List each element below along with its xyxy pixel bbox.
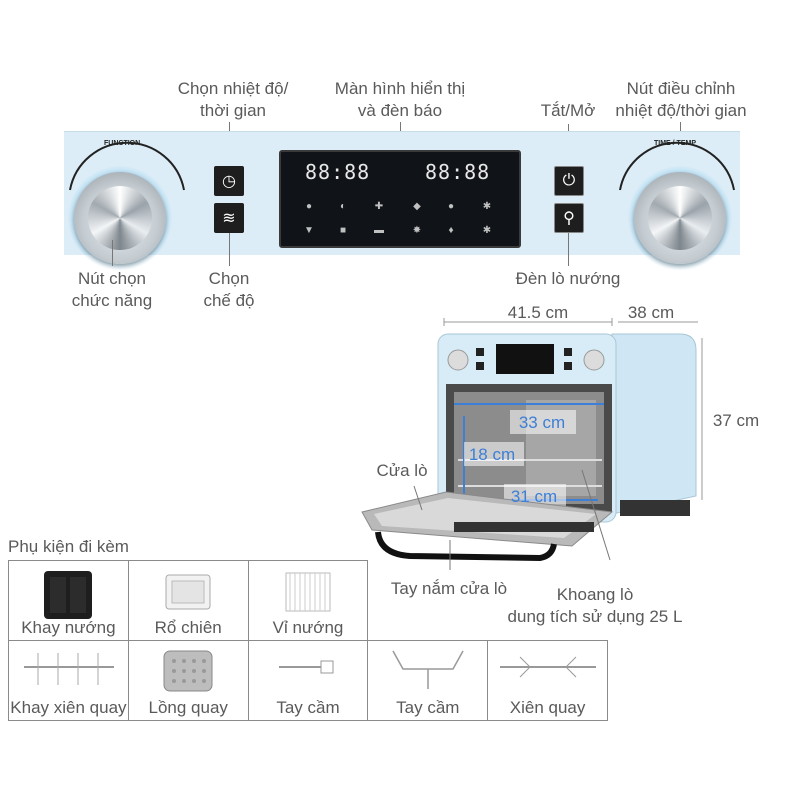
time-temp-arc <box>619 141 735 191</box>
mode-select-button[interactable]: ≋ <box>214 203 244 233</box>
oven-illustration <box>361 318 703 570</box>
rotisserie-handle-image <box>392 650 464 689</box>
baking-tray-image <box>44 571 93 619</box>
callout-cavity: Khoang lò dung tích sử dụng 25 L <box>507 585 683 626</box>
rotisserie-spit-image <box>499 656 596 678</box>
fry-basket-image <box>165 574 211 610</box>
accessory-label: Tay cầm <box>396 698 460 717</box>
accessory-label: Tay cầm <box>276 698 340 717</box>
accessory-cell: Xiên quay <box>487 640 608 721</box>
preset-icon: ✚ <box>374 201 384 212</box>
power-button[interactable]: ⏻ <box>554 166 584 196</box>
callout-temp-time-select: Chọn nhiệt độ/ thời gian <box>177 79 289 120</box>
accessory-label: Khay xiên quay <box>10 698 127 717</box>
callout-temp-time-knob: Nút điều chỉnh nhiệt độ/thời gian <box>615 79 747 120</box>
clock-thermometer-icon: ◷ <box>222 173 236 190</box>
accessory-label: Khay nướng <box>21 618 116 637</box>
lightbulb-icon: ⚲ <box>563 210 575 227</box>
preset-icon: ◆ <box>413 201 421 212</box>
accessory-label: Rổ chiên <box>154 618 222 637</box>
accessory-cell: Vỉ nướng <box>247 560 369 641</box>
preset-icon: ✱ <box>482 225 492 236</box>
dim-depth: 38 cm <box>627 303 675 322</box>
dim-inner-width: 33 cm <box>518 413 566 432</box>
oven-light-button[interactable]: ⚲ <box>554 203 584 233</box>
callout-mode-select: Chọn chế độ <box>203 269 255 310</box>
function-label: FUNCTION <box>104 140 141 147</box>
preset-icon: ▼ <box>304 225 314 236</box>
accessories-table: Khay nướng Rổ chiên Vỉ nướng Khay xiên q… <box>8 560 608 721</box>
time-temp-knob[interactable] <box>634 172 726 264</box>
dim-height: 37 cm <box>712 411 760 430</box>
fan-mode-icon: ≋ <box>222 210 236 227</box>
preset-icon: ▬ <box>374 225 384 236</box>
callout-door: Cửa lò <box>376 461 428 480</box>
accessory-cell: Tay cầm <box>367 640 489 721</box>
dim-width: 41.5 cm <box>507 303 569 322</box>
display-left-readout: 88:88 <box>305 160 371 184</box>
temp-time-select-button[interactable]: ◷ <box>214 166 244 196</box>
accessory-label: Vỉ nướng <box>272 618 344 637</box>
accessory-label: Xiên quay <box>509 698 586 717</box>
time-temp-label: TIME / TEMP <box>654 140 696 147</box>
preset-icon: ✱ <box>482 201 492 212</box>
dim-inner-depth: 31 cm <box>510 487 558 506</box>
preset-icon: ♦ <box>448 225 454 236</box>
accessory-cell: Khay xiên quay <box>8 640 129 721</box>
wire-rack-image <box>285 572 331 612</box>
rotisserie-cage-image <box>163 650 213 692</box>
accessory-label: Lồng quay <box>148 698 228 717</box>
callout-display: Màn hình hiển thị và đèn báo <box>334 79 466 120</box>
callout-handle: Tay nắm cửa lò <box>390 579 508 598</box>
function-knob[interactable] <box>74 172 166 264</box>
tray-handle-image <box>279 660 334 674</box>
preset-icon: ● <box>305 201 313 212</box>
display-right-readout: 88:88 <box>425 160 491 184</box>
accessory-cell: Lồng quay <box>127 640 249 721</box>
display-screen: 88:88 88:88 ● ◐ ✚ ◆ ● ✱ ▼ ■ ▬ ✸ ♦ ✱ <box>279 150 521 248</box>
accessory-cell: Khay nướng <box>8 560 129 641</box>
dim-inner-height: 18 cm <box>468 445 516 464</box>
preset-icon: ● <box>447 201 455 212</box>
preset-icon: ■ <box>339 225 347 236</box>
callout-function-knob: Nút chọn chức năng <box>71 269 153 310</box>
accessory-cell: Rổ chiên <box>127 560 249 641</box>
function-arc <box>69 141 185 191</box>
accessory-cell: Tay cầm <box>247 640 369 721</box>
callout-oven-light: Đèn lò nướng <box>515 269 621 288</box>
preset-icon: ◐ <box>339 201 347 212</box>
rotisserie-rack-image <box>24 653 115 685</box>
power-icon: ⏻ <box>562 172 576 189</box>
callout-power: Tắt/Mở <box>540 101 596 120</box>
accessories-title: Phụ kiện đi kèm <box>8 537 129 556</box>
preset-icon: ✸ <box>412 225 422 236</box>
